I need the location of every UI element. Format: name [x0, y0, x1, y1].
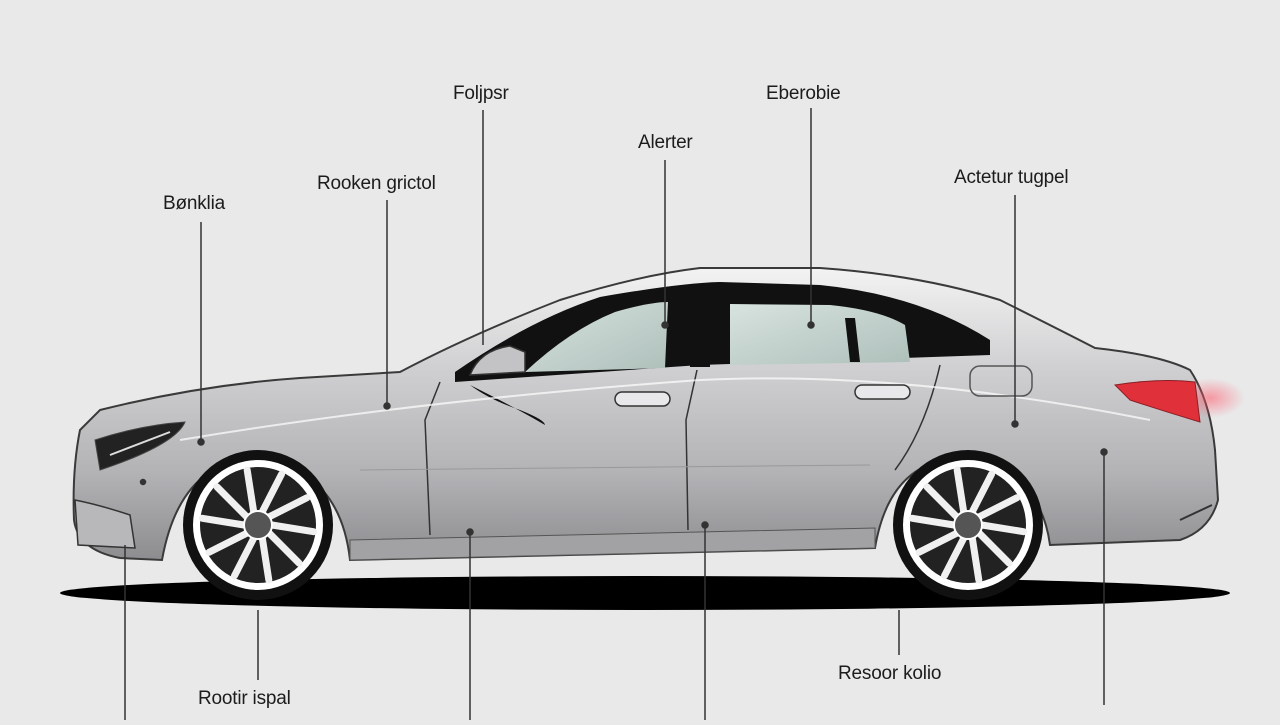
- shoulder-line: [179, 377, 1151, 441]
- marker-bottom-mid: [701, 521, 709, 529]
- wheel-spoke: [265, 494, 311, 521]
- marker-bottom-door: [466, 528, 474, 536]
- wheel-spoke: [975, 494, 1021, 521]
- wheel-spoke: [968, 470, 996, 516]
- lower-crease: [359, 464, 871, 471]
- label-rooken-grictol: Rooken grictol: [317, 173, 436, 194]
- rear-door-line: [894, 364, 941, 471]
- wheel-spoke: [978, 521, 1028, 536]
- rear-window: [730, 304, 910, 365]
- marker-bottom-right: [1100, 448, 1108, 456]
- rear-bumper-detail: [1179, 504, 1213, 521]
- front-door-line: [424, 381, 441, 536]
- wheel-spoke: [923, 483, 961, 521]
- label-eberobie: Eberobie: [766, 83, 841, 104]
- label-alerter: Alerter: [638, 132, 693, 153]
- rocker-panel: [349, 527, 876, 561]
- wheel-spoke: [940, 534, 968, 580]
- wheel-spoke: [975, 529, 1013, 567]
- wheel-spoke: [268, 521, 318, 536]
- wheel-spoke: [265, 529, 303, 567]
- taillight: [1113, 380, 1201, 423]
- label-resoor-kolio: Resoor kolio: [838, 663, 942, 684]
- front-bumper: [74, 499, 136, 549]
- label-rootir-ispal: Rootir ispal: [198, 688, 291, 709]
- headlight-detail: [109, 431, 171, 456]
- marker-alerter: [661, 321, 669, 329]
- wheel-spoke: [968, 534, 983, 584]
- front-door-handle: [614, 391, 671, 407]
- label-foljpsr: Foljpsr: [453, 83, 509, 104]
- wheel-spoke: [258, 470, 286, 516]
- marker-eberobie: [807, 321, 815, 329]
- marker-actetur-tugpel: [1011, 420, 1019, 428]
- marker-rooken-grictol: [383, 402, 391, 410]
- wheel-spoke: [908, 514, 958, 529]
- mirror-shadow: [470, 385, 545, 425]
- wheel-spoke: [198, 514, 248, 529]
- fuel-door: [969, 365, 1033, 397]
- front-window: [525, 302, 668, 372]
- b-pillar: [690, 292, 710, 367]
- wheel-spoke: [915, 529, 961, 556]
- rear-wheel: [893, 450, 1043, 600]
- wheel-spoke: [243, 466, 258, 516]
- wheel-spoke: [205, 529, 251, 556]
- c-pillar-detail: [845, 318, 860, 362]
- front-wheel: [183, 450, 333, 600]
- wheel-spoke: [230, 534, 258, 580]
- mid-door-line: [685, 369, 698, 531]
- marker-bonklia: [197, 438, 205, 446]
- side-mirror: [468, 345, 526, 376]
- label-actetur-tugpel: Actetur tugpel: [954, 167, 1069, 188]
- wheel-spoke: [213, 483, 251, 521]
- rear-door-handle: [854, 384, 911, 400]
- label-bonklia: Bønklia: [163, 193, 225, 214]
- wheel-spoke: [258, 534, 273, 584]
- marker-front-bumper: [139, 478, 147, 486]
- wheel-spoke: [953, 466, 968, 516]
